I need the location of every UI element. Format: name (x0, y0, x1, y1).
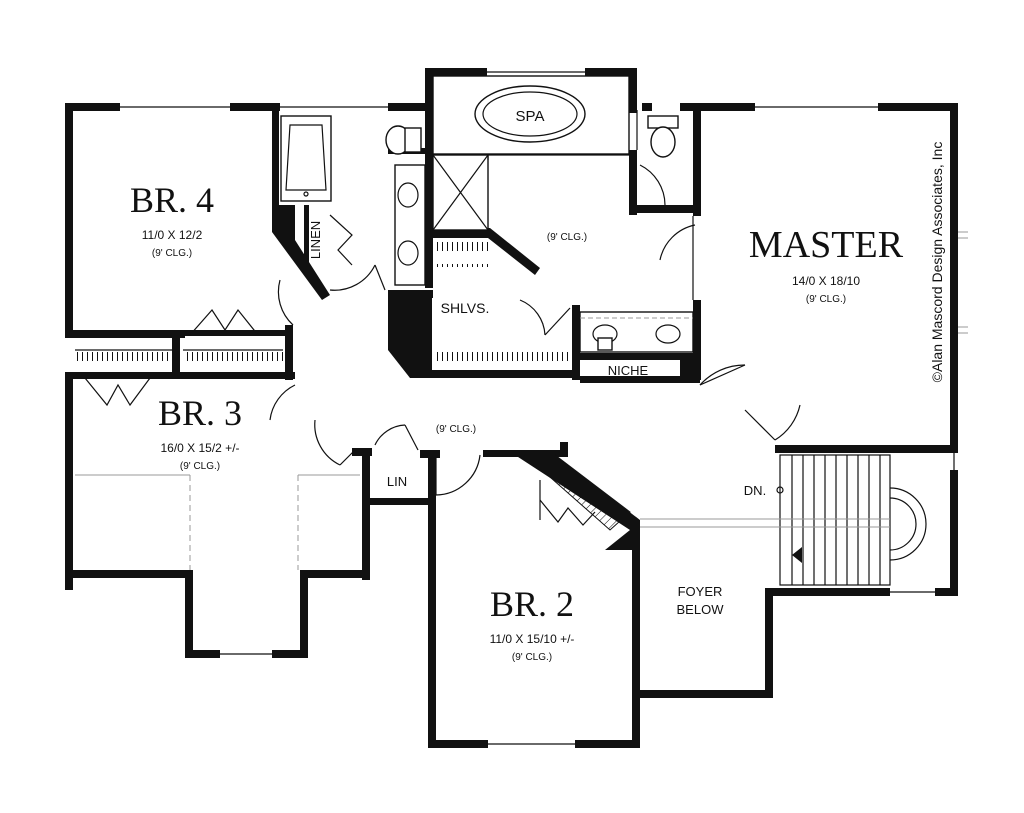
walls (65, 68, 958, 748)
master-shower (432, 150, 489, 231)
br2-name: BR. 2 (490, 584, 574, 624)
lin-label: LIN (387, 474, 407, 489)
room-br3: BR. 3 16/0 X 15/2 +/- (9' CLG.) (158, 393, 242, 472)
br2-size: 11/0 X 15/10 +/- (490, 632, 575, 646)
br3-name: BR. 3 (158, 393, 242, 433)
br3-closet-lines (75, 474, 360, 570)
down-label: DN. (744, 483, 766, 498)
spa-tub (432, 75, 630, 155)
master-vanity (579, 311, 694, 353)
spa-label: SPA (516, 108, 545, 125)
br4-toilet (385, 125, 422, 155)
br4-ceiling: (9' CLG.) (152, 248, 192, 259)
closet-shelving (75, 242, 631, 531)
br4-bathtub (280, 115, 332, 202)
bath-ceiling-label: (9' CLG.) (547, 232, 587, 243)
master-ceiling: (9' CLG.) (806, 294, 846, 305)
master-name: MASTER (749, 224, 904, 266)
br3-ceiling: (9' CLG.) (180, 461, 220, 472)
foyer-label-line1: FOYER (678, 584, 723, 599)
foyer-label-line2: BELOW (677, 602, 725, 617)
br3-size: 16/0 X 15/2 +/- (160, 441, 239, 455)
door-swings (84, 164, 801, 526)
room-br2: BR. 2 11/0 X 15/10 +/- (9' CLG.) (490, 584, 575, 663)
master-window-marks (958, 231, 968, 334)
br4-size: 11/0 X 12/2 (142, 228, 203, 242)
master-size: 14/0 X 18/10 (792, 274, 860, 288)
room-br4: BR. 4 11/0 X 12/2 (9' CLG.) (130, 180, 214, 259)
master-toilet (647, 115, 679, 158)
staircase (640, 454, 927, 586)
double-vanity-left (394, 164, 426, 286)
hall-ceiling-label: (9' CLG.) (436, 424, 476, 435)
bath-inner-walls (488, 110, 694, 300)
niche-label: NICHE (608, 363, 649, 378)
shelves-label: SHLVS. (441, 300, 490, 316)
linen-label: LINEN (308, 221, 323, 259)
br4-name: BR. 4 (130, 180, 214, 220)
copyright-notice: ©Alan Mascord Design Associates, Inc (929, 142, 945, 383)
windows (120, 71, 955, 745)
room-master: MASTER 14/0 X 18/10 (9' CLG.) (749, 224, 904, 305)
br2-ceiling: (9' CLG.) (512, 652, 552, 663)
